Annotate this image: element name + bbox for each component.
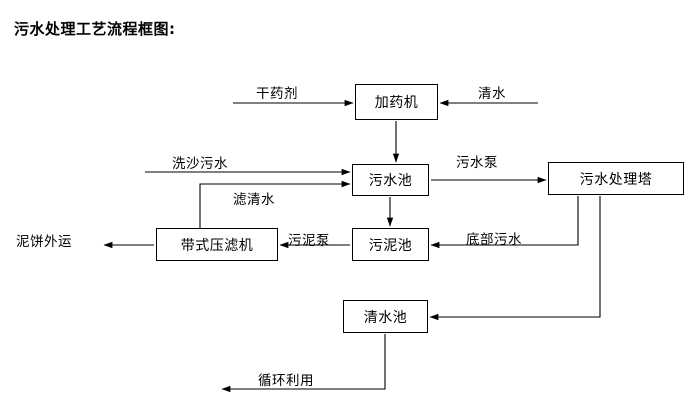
edge-label-dry-chemical: 干药剂 bbox=[256, 86, 298, 102]
page-title: 污水处理工艺流程框图: bbox=[14, 20, 176, 38]
connector-filtered-water-to-pool bbox=[199, 180, 351, 228]
node-clear-water-pool-label: 清水池 bbox=[363, 309, 408, 326]
connector-clearwater-to-reuse bbox=[221, 334, 386, 393]
node-sludge-pool-label: 污泥池 bbox=[368, 237, 413, 254]
node-dosing-machine-label: 加药机 bbox=[374, 95, 419, 111]
node-belt-filter-press[interactable]: 带式压滤机 bbox=[156, 228, 278, 261]
edge-label-bottom-sewage: 底部污水 bbox=[466, 232, 522, 248]
node-wastewater-pool-label: 污水池 bbox=[368, 173, 413, 189]
connector-tower-to-clearwater bbox=[429, 196, 601, 321]
node-treatment-tower[interactable]: 污水处理塔 bbox=[548, 162, 684, 195]
edge-label-clean-water: 清水 bbox=[478, 86, 506, 102]
terminal-label-mud-cake-export: 泥饼外运 bbox=[16, 234, 72, 250]
node-dosing-machine[interactable]: 加药机 bbox=[355, 84, 438, 120]
edge-label-sand-wash-sewage: 洗沙污水 bbox=[172, 156, 228, 172]
edge-label-sewage-pump: 污水泵 bbox=[456, 155, 498, 171]
edge-label-filtered-clear-water: 滤清水 bbox=[233, 192, 275, 208]
node-sludge-pool[interactable]: 污泥池 bbox=[352, 228, 429, 261]
connector-tower-to-sludge bbox=[430, 196, 579, 249]
node-wastewater-pool[interactable]: 污水池 bbox=[352, 164, 429, 196]
node-clear-water-pool[interactable]: 清水池 bbox=[343, 300, 428, 333]
node-treatment-tower-label: 污水处理塔 bbox=[579, 171, 653, 188]
terminal-label-recycling-reuse: 循环利用 bbox=[258, 373, 314, 389]
node-belt-filter-press-label: 带式压滤机 bbox=[180, 237, 254, 254]
edge-label-sludge-pump: 污泥泵 bbox=[288, 233, 330, 249]
